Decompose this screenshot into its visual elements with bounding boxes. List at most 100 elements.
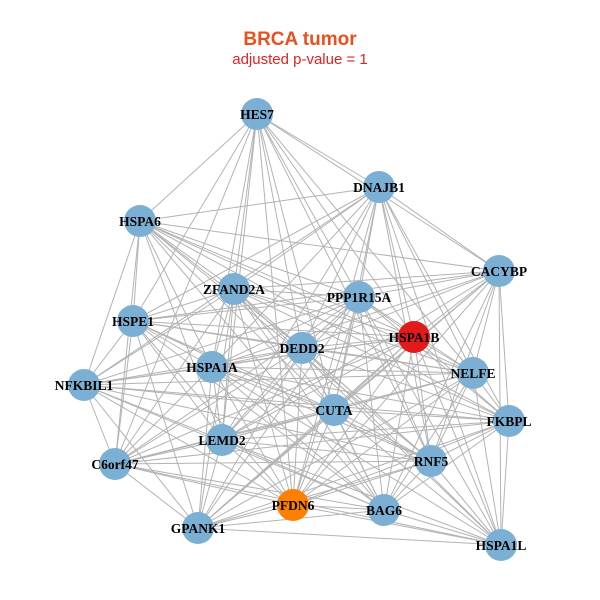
edge-HES7-HSPA6 <box>139 113 258 222</box>
node-circle[interactable] <box>99 448 131 480</box>
node-circle[interactable] <box>398 321 430 353</box>
edge-CUTA-GPANK1 <box>197 409 335 529</box>
edge-DEDD2-NELFE <box>301 347 474 374</box>
node-RNF5[interactable]: RNF5 <box>414 445 449 477</box>
edge-HSPA6-ZFAND2A <box>139 220 235 290</box>
node-ZFAND2A[interactable]: ZFAND2A <box>203 273 265 305</box>
node-HSPA1B[interactable]: HSPA1B <box>389 321 440 353</box>
node-label: PFDN6 <box>272 498 315 513</box>
node-circle[interactable] <box>286 332 318 364</box>
edge-ZFAND2A-HSPE1 <box>132 288 235 322</box>
node-circle[interactable] <box>277 489 309 521</box>
node-CACYBP[interactable]: CACYBP <box>471 255 527 287</box>
edge-HSPA6-C6orf47 <box>114 220 141 465</box>
node-PPP1R15A[interactable]: PPP1R15A <box>327 281 392 313</box>
edge-HSPA1B-RNF5 <box>413 336 432 462</box>
edge-DNAJB1-HSPA1B <box>378 186 415 338</box>
node-circle[interactable] <box>218 273 250 305</box>
node-HSPA6[interactable]: HSPA6 <box>119 205 161 237</box>
node-circle[interactable] <box>483 255 515 287</box>
node-circle[interactable] <box>457 357 489 389</box>
node-label: BAG6 <box>366 503 402 518</box>
node-HES7[interactable]: HES7 <box>240 98 274 130</box>
edge-HES7-PFDN6 <box>256 113 294 506</box>
node-circle[interactable] <box>343 281 375 313</box>
edge-CACYBP-HSPA1A <box>211 270 500 368</box>
node-NFKBIL1[interactable]: NFKBIL1 <box>55 369 114 401</box>
node-circle[interactable] <box>182 512 214 544</box>
edge-HES7-CUTA <box>256 113 335 411</box>
edge-CACYBP-GPANK1 <box>197 270 500 529</box>
node-circle[interactable] <box>363 171 395 203</box>
edge-HES7-C6orf47 <box>114 113 258 465</box>
edge-HSPA6-HSPE1 <box>132 220 141 322</box>
node-circle[interactable] <box>117 305 149 337</box>
node-CUTA[interactable]: CUTA <box>315 394 353 426</box>
node-DNAJB1[interactable]: DNAJB1 <box>353 171 405 203</box>
node-NELFE[interactable]: NELFE <box>450 357 496 389</box>
edge-FKBPL-HSPA1L <box>500 420 510 546</box>
node-DEDD2[interactable]: DEDD2 <box>279 332 325 364</box>
node-label: HES7 <box>240 107 274 122</box>
node-LEMD2[interactable]: LEMD2 <box>198 424 246 456</box>
node-circle[interactable] <box>318 394 350 426</box>
edge-HSPE1-GPANK1 <box>132 320 199 529</box>
edge-HSPA1B-LEMD2 <box>221 336 415 441</box>
node-circle[interactable] <box>415 445 447 477</box>
edge-PFDN6-GPANK1 <box>197 504 294 529</box>
edge-LEMD2-HSPA1L <box>221 439 502 546</box>
node-circle[interactable] <box>485 529 517 561</box>
node-label: CUTA <box>315 403 353 418</box>
node-label: FKBPL <box>486 414 531 429</box>
node-label: GPANK1 <box>171 521 226 536</box>
node-label: ZFAND2A <box>203 282 265 297</box>
edge-DEDD2-NFKBIL1 <box>83 347 303 386</box>
node-circle[interactable] <box>68 369 100 401</box>
node-label: NELFE <box>450 366 495 381</box>
node-C6orf47[interactable]: C6orf47 <box>91 448 139 480</box>
edge-NELFE-HSPA1L <box>472 372 502 546</box>
node-circle[interactable] <box>493 405 525 437</box>
edge-HES7-HSPA1B <box>256 113 415 338</box>
edge-DNAJB1-ZFAND2A <box>233 186 380 290</box>
edge-HES7-ZFAND2A <box>233 113 258 290</box>
edge-PPP1R15A-RNF5 <box>358 296 432 462</box>
node-HSPA1L[interactable]: HSPA1L <box>476 529 527 561</box>
node-label: PPP1R15A <box>327 290 392 305</box>
edge-ZFAND2A-NFKBIL1 <box>83 288 235 386</box>
node-label: HSPA6 <box>119 214 161 229</box>
node-HSPE1[interactable]: HSPE1 <box>112 305 154 337</box>
edge-PPP1R15A-NFKBIL1 <box>83 296 360 386</box>
node-circle[interactable] <box>241 98 273 130</box>
edge-NELFE-GPANK1 <box>197 372 474 529</box>
edge-DEDD2-FKBPL <box>301 347 510 422</box>
edge-CACYBP-PPP1R15A <box>358 270 500 298</box>
node-PFDN6[interactable]: PFDN6 <box>272 489 315 521</box>
node-circle[interactable] <box>196 351 228 383</box>
edge-DNAJB1-DEDD2 <box>301 186 380 349</box>
edge-CACYBP-HSPA1B <box>413 270 500 338</box>
edge-PPP1R15A-BAG6 <box>358 296 385 511</box>
node-label: RNF5 <box>414 454 449 469</box>
node-FKBPL[interactable]: FKBPL <box>486 405 532 437</box>
node-BAG6[interactable]: BAG6 <box>366 494 402 526</box>
edge-HES7-DEDD2 <box>256 113 303 349</box>
node-circle[interactable] <box>206 424 238 456</box>
edge-HES7-RNF5 <box>256 113 432 462</box>
edge-ZFAND2A-GPANK1 <box>197 288 235 529</box>
edge-RNF5-GPANK1 <box>197 460 432 529</box>
node-HSPA1A[interactable]: HSPA1A <box>186 351 238 383</box>
edge-NFKBIL1-CUTA <box>83 384 335 411</box>
edge-HES7-HSPA1A <box>211 113 258 368</box>
edge-NFKBIL1-FKBPL <box>83 384 510 422</box>
edge-DNAJB1-LEMD2 <box>221 186 380 441</box>
edge-HSPA1A-FKBPL <box>211 366 510 422</box>
node-circle[interactable] <box>368 494 400 526</box>
node-label: HSPE1 <box>112 314 154 329</box>
edge-PPP1R15A-HSPE1 <box>132 296 360 322</box>
node-label: C6orf47 <box>91 457 138 472</box>
edge-RNF5-PFDN6 <box>292 460 432 506</box>
node-circle[interactable] <box>124 205 156 237</box>
node-GPANK1[interactable]: GPANK1 <box>171 512 226 544</box>
